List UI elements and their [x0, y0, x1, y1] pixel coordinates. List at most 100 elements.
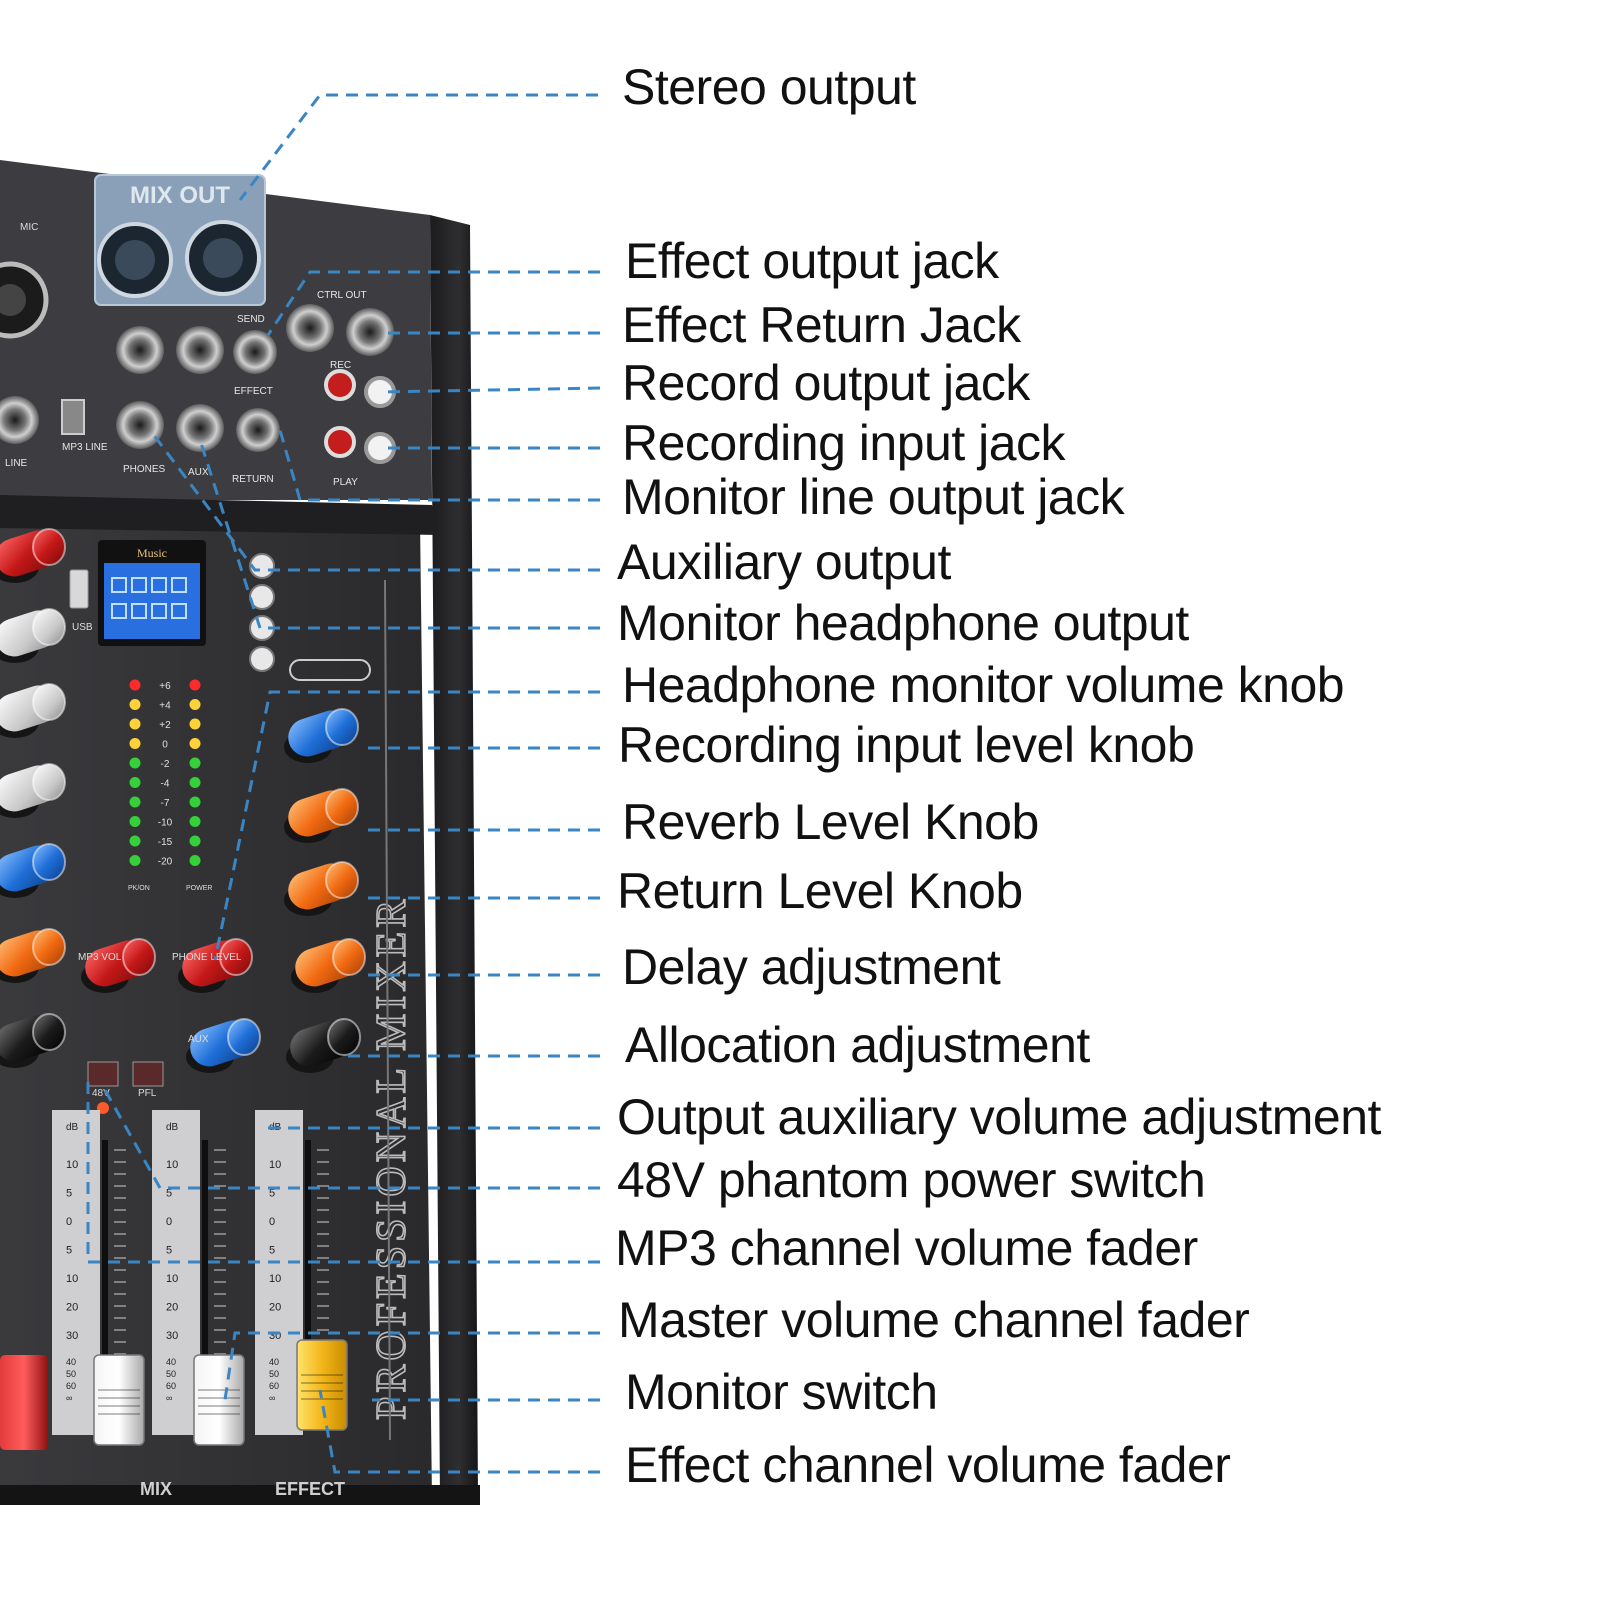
rotary-knob	[186, 1018, 261, 1073]
mixer-side-panel	[430, 215, 478, 1500]
mp3-line-switch	[61, 399, 85, 435]
meter-led	[129, 816, 141, 827]
rotary-knob	[286, 1018, 361, 1073]
fader-scale-label: 0	[269, 1216, 275, 1228]
rear-jacks	[0, 304, 394, 452]
rotary-knob	[0, 763, 66, 818]
meter-scale-label: +6	[159, 681, 171, 692]
rotary-knob	[81, 938, 156, 993]
meter-led	[129, 757, 141, 769]
fader-scale-label: 40	[66, 1357, 76, 1367]
svg-text:AUX: AUX	[188, 467, 209, 478]
fader-scale-label: 50	[166, 1369, 176, 1379]
meter-led	[129, 777, 141, 788]
fader-scale-label: 10	[166, 1273, 178, 1285]
svg-text:PHONE LEVEL: PHONE LEVEL	[172, 952, 242, 963]
meter-led	[189, 855, 201, 866]
leader-line-effect-output-jack	[266, 270, 600, 336]
meter-led	[189, 699, 201, 710]
callout-label-recording-input-jack: Recording input jack	[622, 415, 1066, 471]
meter-led	[129, 699, 141, 710]
meter-led	[129, 796, 141, 808]
fader-scale-label: 10	[269, 1159, 281, 1171]
knob-group	[0, 528, 366, 1073]
fader-scale-label: 5	[269, 1245, 275, 1257]
fader-scale-label: 0	[66, 1216, 72, 1228]
callout-label-effect-channel-volume-fader: Effect channel volume fader	[625, 1437, 1231, 1493]
callout-label-output-auxiliary-volume-adjustment: Output auxiliary volume adjustment	[617, 1089, 1381, 1145]
meter-led	[189, 777, 201, 788]
fader-scale-label: 20	[166, 1302, 178, 1314]
meter-led	[189, 796, 201, 808]
rotary-knob	[178, 938, 253, 993]
callout-label-effect-return-jack: Effect Return Jack	[622, 297, 1021, 353]
fader-scale-label: 0	[166, 1216, 172, 1228]
leader-line-auxiliary-output	[148, 429, 600, 572]
leader-line-master-volume-channel-fader	[223, 1331, 600, 1401]
meter-scale-label: -20	[158, 857, 173, 868]
callout-label-reverb-level-knob: Reverb Level Knob	[622, 794, 1039, 850]
rotary-knob	[0, 1013, 66, 1068]
leader-line-monitor-line-output-jack	[278, 429, 600, 502]
fader-scale-label: 20	[66, 1302, 78, 1314]
leader-line-monitor-headphone-output	[198, 439, 600, 630]
rotary-knob	[284, 861, 359, 916]
bluetooth-badge	[289, 659, 371, 681]
callout-leader-lines	[86, 93, 601, 1474]
svg-text:POWER: POWER	[186, 885, 212, 892]
lcd-title: Music	[137, 546, 167, 560]
fader-cap	[93, 1354, 145, 1446]
fader-scale-label: 10	[66, 1273, 78, 1285]
callout-label-auxiliary-output: Auxiliary output	[617, 534, 951, 590]
fader-scale-label: 50	[66, 1369, 76, 1379]
svg-text:PK/ON: PK/ON	[128, 885, 150, 892]
meter-led	[129, 835, 141, 847]
pfl-switch	[132, 1061, 164, 1087]
svg-text:CTRL OUT: CTRL OUT	[317, 290, 367, 301]
fader-scale-label: ∞	[269, 1393, 275, 1403]
meter-led	[129, 855, 141, 866]
svg-text:MIX: MIX	[140, 1479, 172, 1499]
fader-cap-red	[0, 1355, 48, 1450]
rotary-knob	[0, 928, 66, 983]
callout-label-recording-input-level-knob: Recording input level knob	[618, 717, 1195, 773]
meter-led	[129, 718, 141, 730]
meter-led	[189, 718, 201, 730]
svg-text:REC: REC	[330, 360, 351, 371]
svg-text:dB: dB	[166, 1122, 179, 1133]
callout-label-record-output-jack: Record output jack	[622, 355, 1030, 411]
rca-jacks	[324, 369, 396, 464]
fader-scale-label: 30	[166, 1330, 178, 1342]
meter-scale-label: +4	[159, 701, 171, 712]
meter-led	[189, 757, 201, 769]
fader-scale-label: 5	[66, 1245, 72, 1257]
fader-scale-label: 10	[66, 1159, 78, 1171]
svg-text:RETURN: RETURN	[232, 474, 274, 485]
fader-scale-label: 40	[166, 1357, 176, 1367]
callout-label-48v-phantom-power-switch: 48V phantom power switch	[617, 1152, 1206, 1208]
svg-text:48V: 48V	[92, 1088, 110, 1099]
svg-text:USB: USB	[72, 622, 93, 633]
svg-text:EFFECT: EFFECT	[234, 386, 273, 397]
fader-scale-label: 5	[166, 1245, 172, 1257]
leader-line-stereo-output	[238, 93, 598, 201]
callout-label-monitor-line-output-jack: Monitor line output jack	[622, 469, 1125, 525]
fader-group: dB10505102030405060∞dB10505102030405060∞…	[0, 1110, 348, 1450]
fader-scale-label: 5	[66, 1188, 72, 1200]
leader-line-mp3-channel-volume-fader	[86, 1080, 600, 1264]
meter-scale-label: -2	[161, 759, 170, 770]
callout-label-delay-adjustment: Delay adjustment	[622, 939, 1001, 995]
meter-led	[189, 738, 201, 749]
meter-led	[189, 835, 201, 847]
svg-text:MIC: MIC	[20, 222, 38, 233]
fader-scale-label: 10	[166, 1159, 178, 1171]
callout-label-monitor-switch: Monitor switch	[625, 1364, 938, 1420]
transport-buttons	[249, 553, 275, 672]
meter-led	[189, 816, 201, 827]
fader-scale-label: 60	[269, 1381, 279, 1391]
rotary-knob	[0, 608, 66, 663]
callout-label-monitor-headphone-output: Monitor headphone output	[617, 595, 1189, 651]
